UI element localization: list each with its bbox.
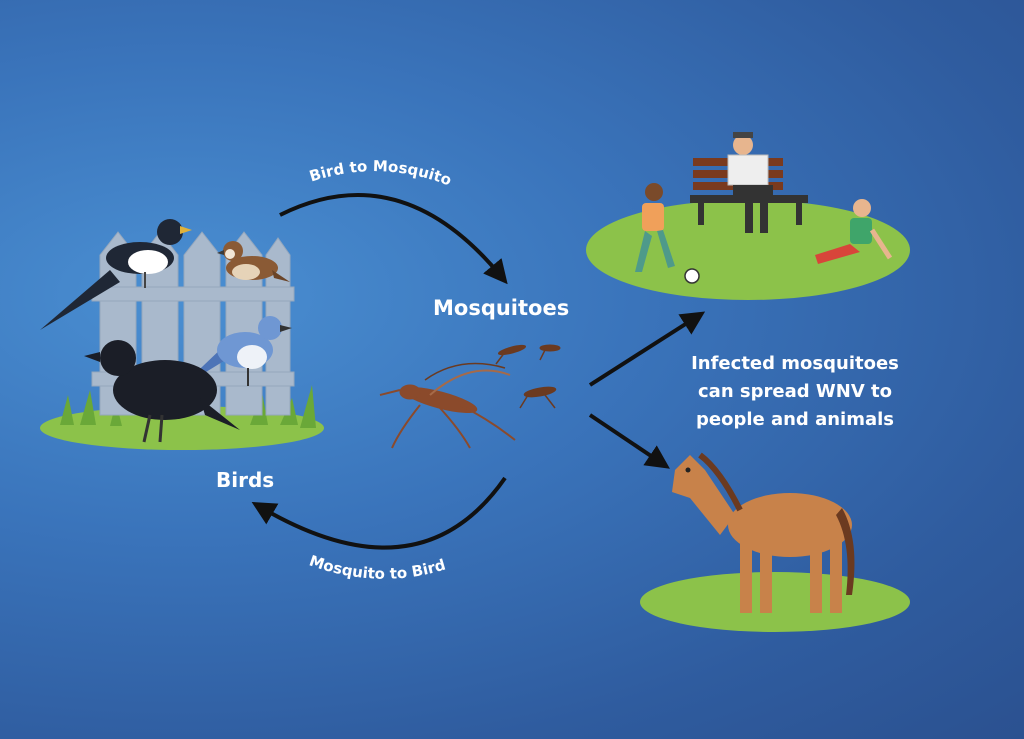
birds-illustration — [40, 219, 324, 450]
crow-icon — [84, 340, 240, 443]
arrow-mosquito-to-bird — [251, 476, 507, 550]
small-mosquito-icon — [495, 344, 561, 409]
edge-label-mosquito-to-bird: Mosquito to Bird — [307, 552, 448, 583]
arrow-bird-to-mosquito — [279, 193, 508, 285]
park-grass — [586, 200, 910, 300]
transmission-note-line-1: Infected mosquitoes — [691, 353, 899, 374]
soccer-ball-icon — [684, 268, 700, 284]
node-label-birds: Birds — [216, 468, 275, 492]
horse-icon — [640, 452, 910, 632]
transmission-note-line-3: people and animals — [695, 409, 895, 430]
mosquito-icon — [379, 362, 516, 449]
boy-running-icon — [635, 183, 675, 272]
transmission-note: Infected mosquitoes can spread WNV to pe… — [660, 350, 930, 434]
transmission-note-line-2: can spread WNV to — [698, 381, 892, 402]
man-reading-icon — [727, 132, 773, 233]
horse-grass — [640, 572, 910, 632]
park-people-icon — [586, 132, 910, 300]
edge-label-bird-to-mosquito: Bird to Mosquito — [307, 157, 454, 189]
arrow-to-people — [588, 311, 706, 387]
cycle-arrows — [251, 193, 706, 550]
node-label-mosquitoes: Mosquitoes — [433, 296, 570, 320]
arrow-to-horse — [588, 413, 670, 469]
sparrow-icon — [217, 241, 290, 282]
magpie-icon — [40, 219, 192, 330]
boy-sitting-icon — [815, 199, 893, 264]
